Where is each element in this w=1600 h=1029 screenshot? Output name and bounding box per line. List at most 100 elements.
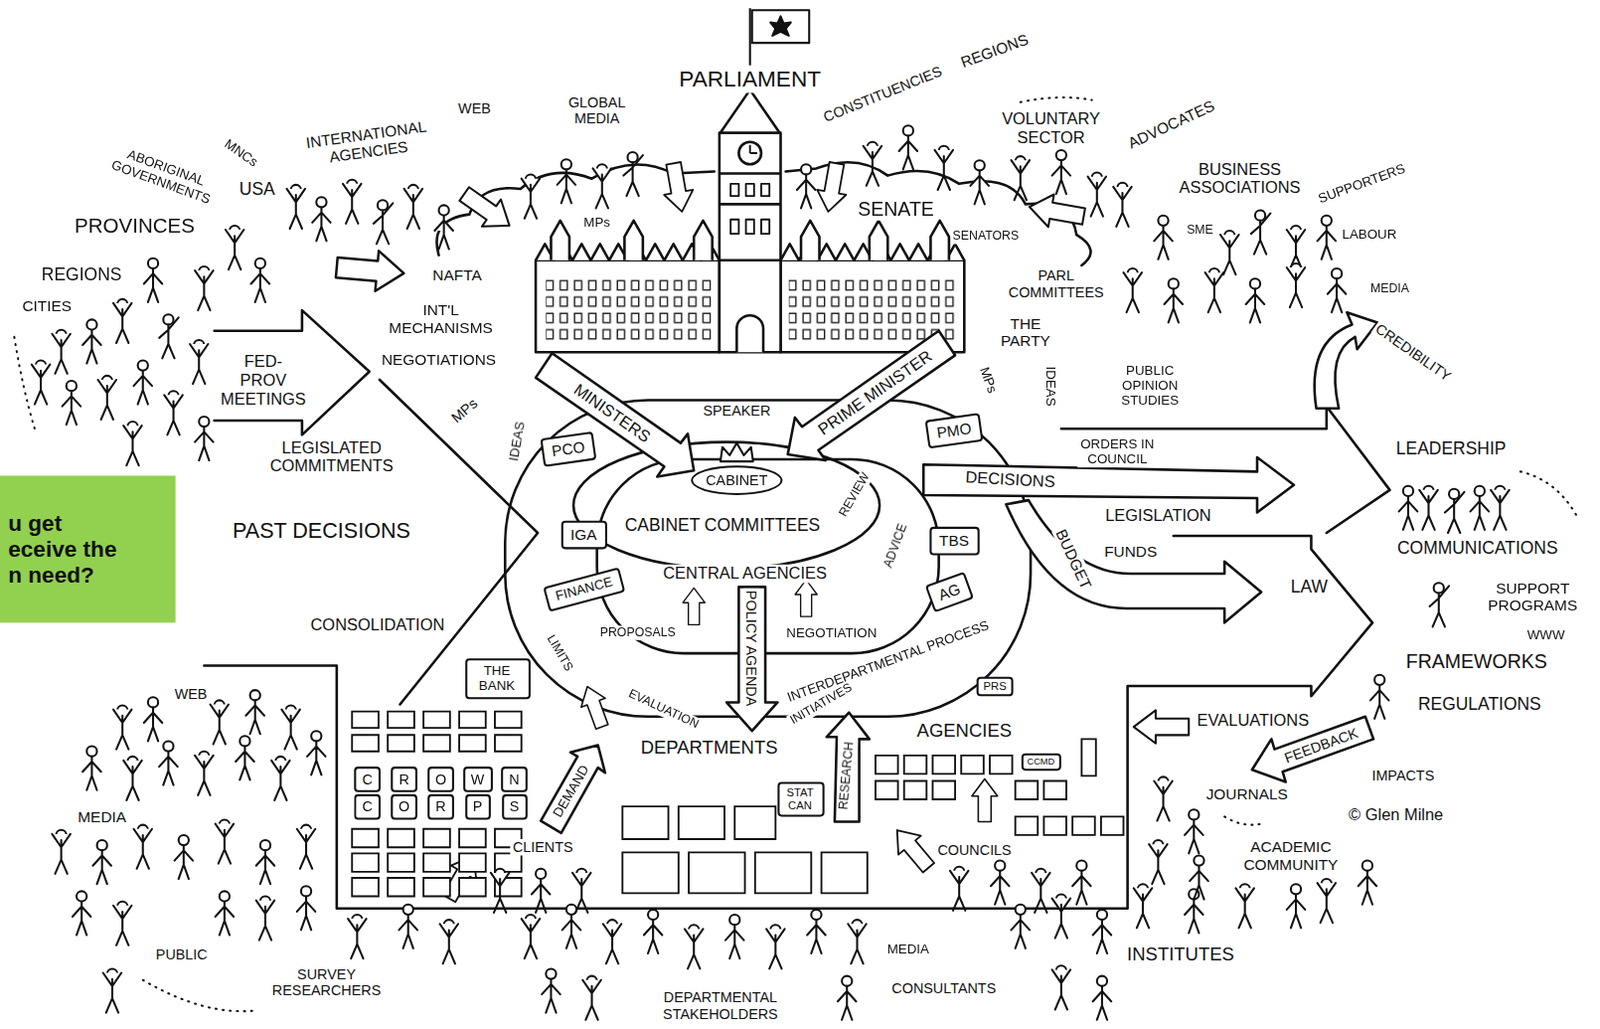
crowd-figure: [1184, 888, 1203, 933]
flow-arrow: [334, 247, 406, 294]
crowd-figure: [215, 819, 234, 864]
crowd-figure: [950, 866, 968, 911]
crowd-figure: [103, 967, 122, 1012]
crowd-figure: [1327, 268, 1346, 313]
agency-box: AG: [924, 571, 973, 613]
flag: [749, 7, 752, 66]
crowd-figure: [297, 885, 316, 930]
crowd-figure: [935, 146, 954, 190]
cabinet-ring: [597, 459, 940, 653]
crowd-figure: [159, 314, 179, 358]
crowd-figure: [312, 196, 330, 241]
label-text: VOLUNTARY SECTOR: [992, 109, 1110, 148]
crowd-figure: [1490, 485, 1509, 530]
crowd-figure: [256, 896, 275, 941]
crowd-figure: [245, 689, 264, 734]
label-text: USA: [237, 179, 278, 200]
node-text: W: [470, 770, 485, 788]
department-block: [875, 738, 1124, 835]
label-text: REGULATIONS: [1416, 693, 1544, 714]
crowd-figure: [1052, 150, 1071, 194]
flag: [750, 7, 810, 66]
label-text: © Glen Milne: [1346, 804, 1445, 824]
node-text: u get eceive the n need?: [7, 509, 127, 588]
crowd-figure: [1093, 975, 1112, 1020]
crowd-figure: [1164, 278, 1183, 322]
node-text: R: [397, 770, 410, 788]
parliament-building: [730, 183, 770, 234]
crowd-figure: [1189, 854, 1208, 899]
bank-box: THE BANK: [465, 657, 531, 699]
crowd-figure: [837, 975, 856, 1020]
crown-corp-box: C: [353, 766, 381, 793]
flow-arrow: [658, 160, 697, 215]
label-text: MNCs: [219, 135, 263, 171]
label-text: MPs: [446, 393, 482, 428]
crowd-figure: [342, 179, 361, 224]
dotted-link: [1224, 815, 1266, 824]
label-text: LEGISLATED COMMITMENTS: [253, 438, 411, 477]
crowd-figure: [256, 839, 275, 884]
crowd-figure: [990, 860, 1009, 905]
crowd-figure: [1153, 215, 1172, 260]
label-text: SPEAKER: [700, 402, 773, 420]
crowd-figure: [62, 380, 81, 425]
label-text: ACADEMIC COMMUNITY: [1227, 837, 1354, 873]
label-text: FUNDS: [1102, 542, 1159, 561]
label-text: INTERNATIONAL AGENCIES: [292, 115, 443, 171]
crowd-figure: [1251, 210, 1272, 255]
agency-box: PRS: [976, 675, 1014, 696]
dotted-link: [1520, 471, 1577, 515]
crowd-figure: [1286, 263, 1305, 308]
department-block: [351, 711, 1123, 897]
crowd-figure: [1031, 868, 1050, 913]
crowd-figure: [251, 258, 270, 303]
parliament-building: [545, 277, 711, 343]
node-text: O: [434, 770, 447, 788]
crowd-figure: [1419, 485, 1438, 530]
crowd-figure: [271, 756, 290, 800]
flow-arrow: [885, 820, 940, 878]
label-text: SENATE: [855, 197, 937, 220]
node-text: PCO: [549, 437, 587, 460]
crowd-figure: [82, 746, 101, 791]
crowd-figure: [1235, 883, 1254, 928]
label-text: LAW: [1288, 576, 1330, 597]
crowd-figure: [490, 868, 509, 913]
label-text: LEADERSHIP: [1394, 439, 1509, 460]
crowd-figure: [1317, 215, 1336, 260]
label-text: IMPACTS: [1369, 767, 1437, 785]
crowd-figure: [1184, 808, 1203, 853]
label-text: CITIES: [19, 297, 74, 316]
crowd-figure: [347, 914, 366, 959]
label-text: CLIENTS: [510, 838, 576, 856]
node-text: TBS: [938, 531, 970, 550]
department-block: [622, 805, 867, 893]
label-text: PUBLIC: [154, 946, 210, 963]
node-text: CABINET: [705, 471, 770, 488]
crowd-figure: [541, 967, 560, 1012]
crowd-figure: [1133, 883, 1152, 928]
crowd-figure: [82, 319, 101, 363]
node-text: AG: [935, 579, 963, 605]
crowd-figure: [98, 375, 117, 420]
crowd-figure: [521, 914, 540, 959]
parliament-building: [750, 145, 758, 154]
flow-arrow: [540, 745, 606, 833]
crowd-figure: [398, 904, 417, 949]
parliament-building: [738, 142, 762, 165]
label-text: EVALUATION: [624, 685, 703, 733]
flow-arrow: [726, 586, 778, 731]
crowd-figure: [134, 824, 153, 869]
crown-corp-box: O: [390, 793, 418, 819]
agency-box: PMO: [925, 412, 984, 449]
dotted-link: [13, 336, 35, 429]
label-text: THE PARTY: [992, 314, 1059, 349]
label-text: SENATORS: [950, 229, 1021, 244]
statcan-box: STAT CAN: [777, 782, 824, 817]
crowd-figure: [1011, 904, 1030, 949]
crowd-figure: [134, 359, 153, 404]
crowd-figure: [531, 868, 550, 913]
crowd-figure: [1470, 485, 1489, 530]
label-text: GLOBAL MEDIA: [563, 93, 632, 127]
